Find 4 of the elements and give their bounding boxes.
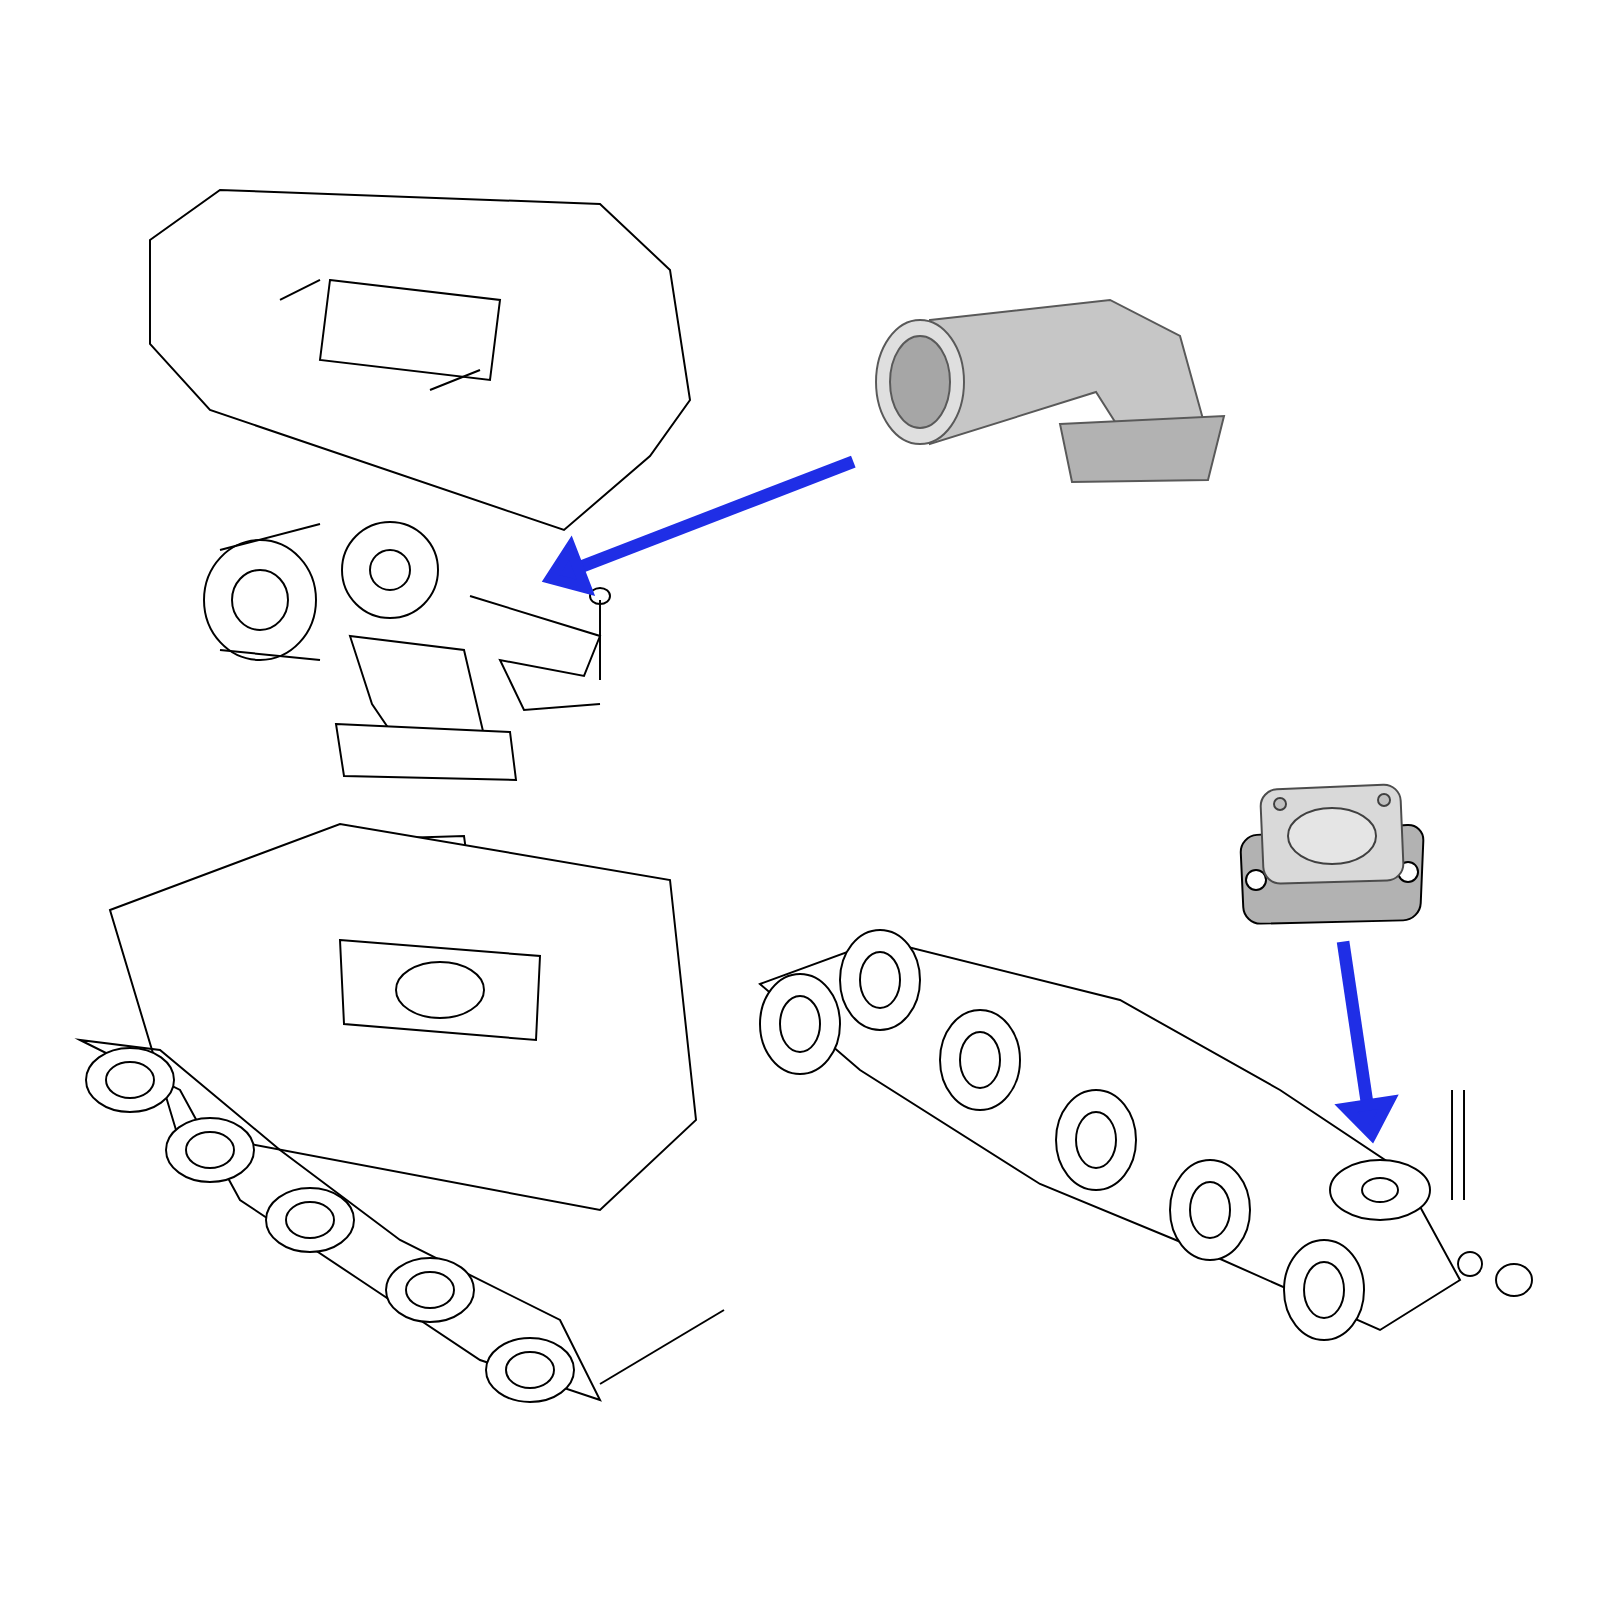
egr-valve-drawing xyxy=(203,521,518,781)
pipe-photo xyxy=(875,298,1226,483)
flange-drawing xyxy=(1329,1159,1431,1221)
blanking-plate-photo xyxy=(1239,783,1425,925)
